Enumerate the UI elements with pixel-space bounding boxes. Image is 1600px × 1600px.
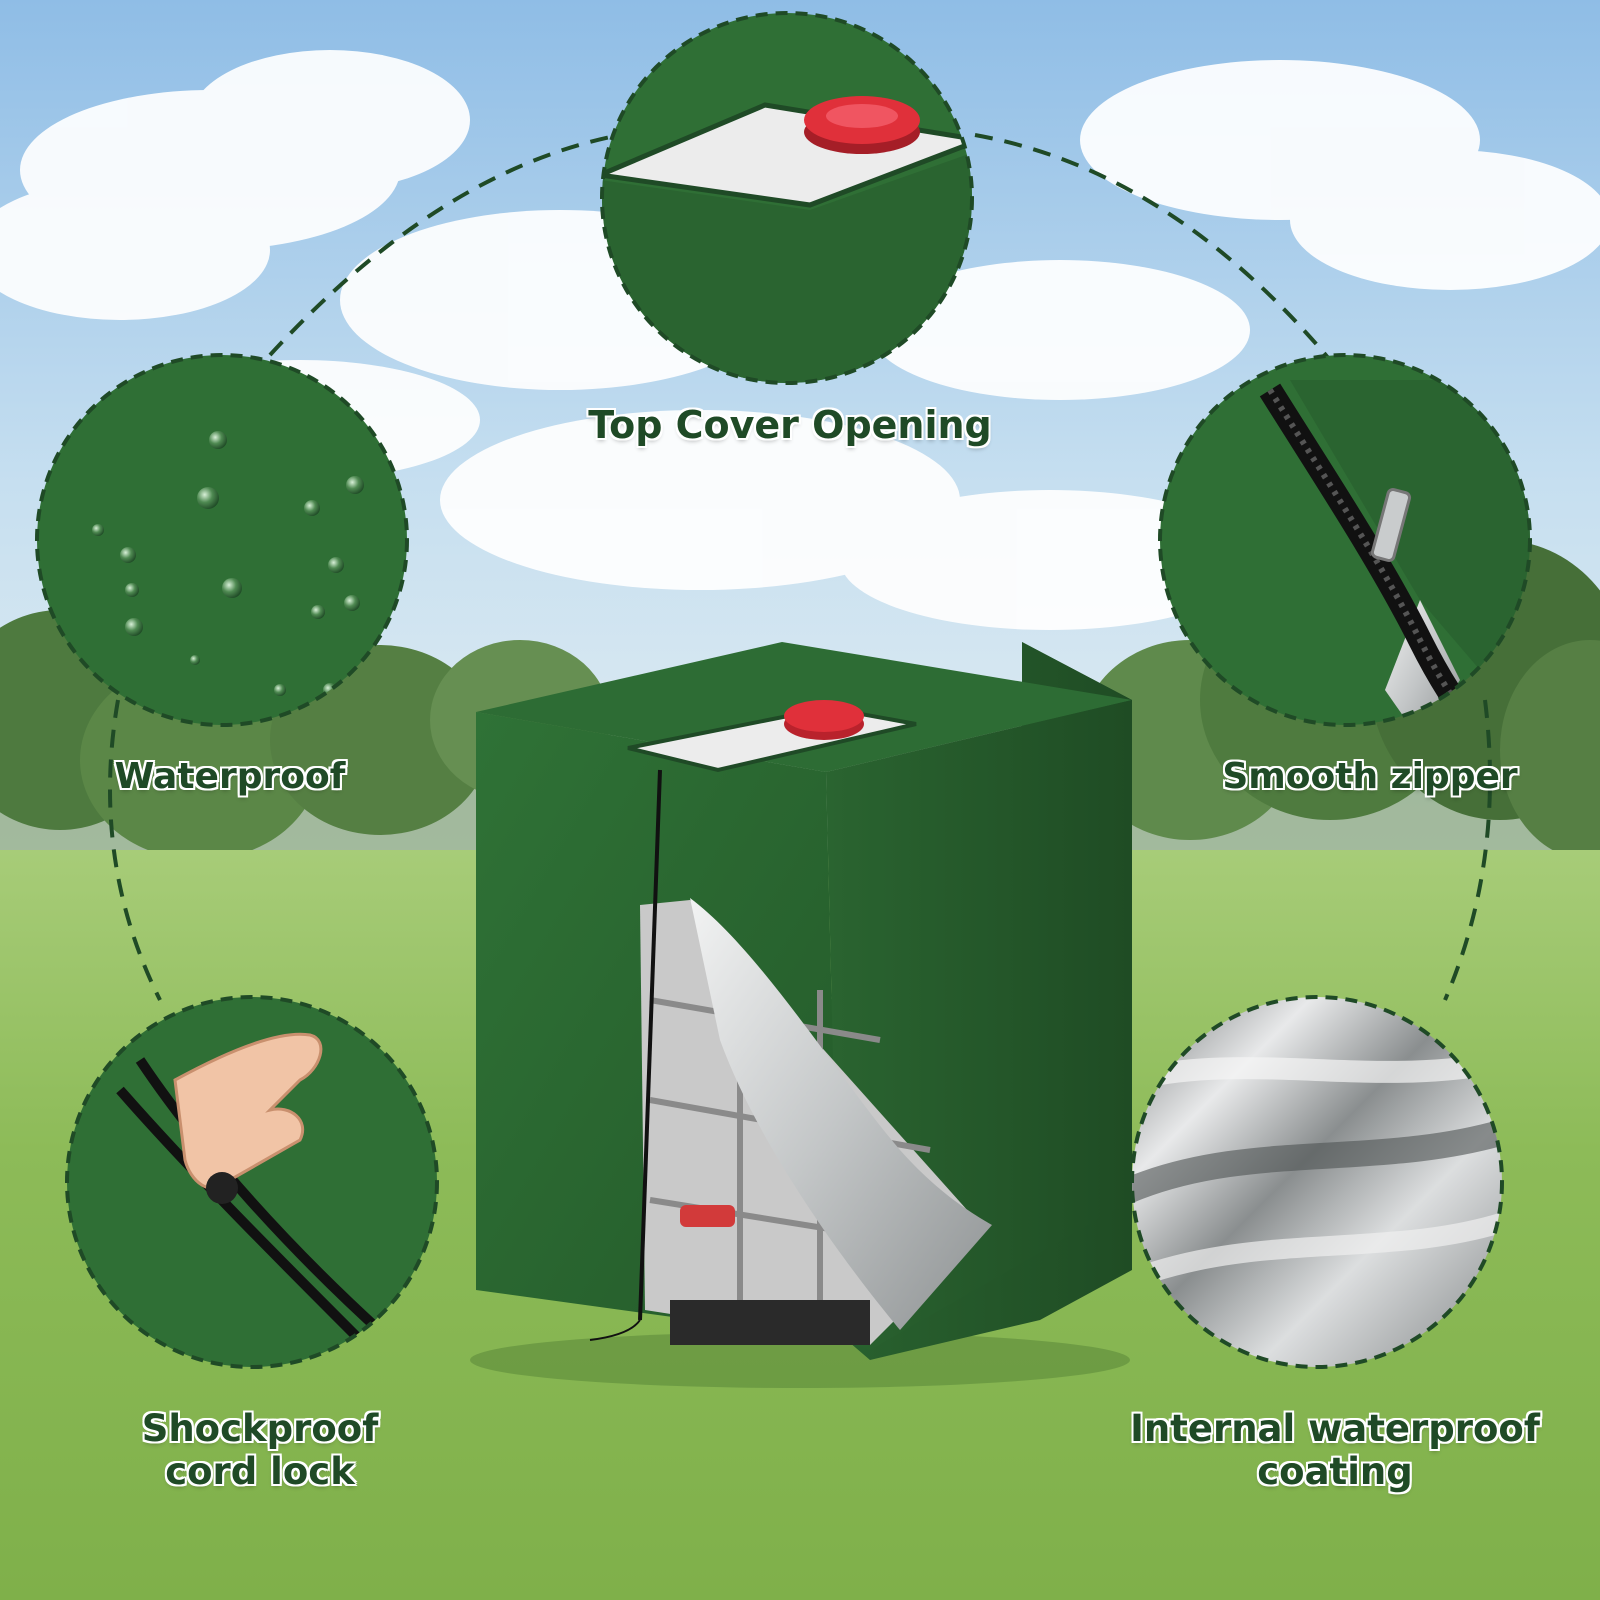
cord-lock-label-line1: Shockproof: [141, 1407, 379, 1450]
ibc-tank-cover: [476, 642, 1132, 1360]
smooth-zipper-label: Smooth zipper: [1222, 756, 1518, 797]
coating-label-line2: coating: [1257, 1449, 1413, 1493]
silver-flap: [690, 898, 992, 1330]
cord-lock-label-line2: cord lock: [165, 1449, 355, 1493]
coating-label: Internal waterproof coating: [1115, 1407, 1555, 1493]
zipper-detail-circle: [1158, 353, 1532, 727]
dashed-connector: [108, 133, 1492, 1001]
clouds: [0, 50, 1600, 630]
coating-detail-circle: [1130, 995, 1504, 1369]
cord-lock-detail-circle: [65, 995, 439, 1369]
cord-lock-label: Shockproof cord lock: [110, 1407, 410, 1493]
top-cover-opening-label: Top Cover Opening: [588, 403, 992, 447]
waterproof-detail-circle: [35, 353, 409, 727]
waterproof-label: Waterproof: [114, 756, 346, 797]
top-cover-detail-circle: [600, 11, 974, 385]
coating-label-line1: Internal waterproof: [1130, 1407, 1540, 1450]
